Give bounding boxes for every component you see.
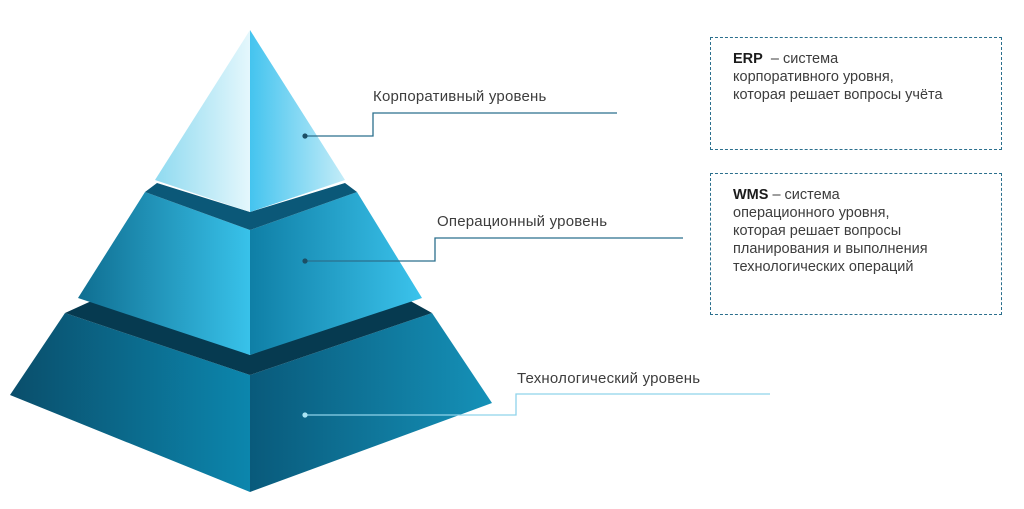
leader-technological bbox=[302, 393, 770, 418]
erp-info-box: ERP – система корпоративного уровня, кот… bbox=[710, 37, 1002, 150]
label-corporate-level: Корпоративный уровень bbox=[373, 88, 547, 105]
wms-info-box: WMS – система операционного уровня, кото… bbox=[710, 173, 1002, 315]
erp-first-line: ERP – система bbox=[733, 50, 989, 68]
tier-operational-right-face bbox=[250, 192, 422, 355]
tier-technological-right-face bbox=[250, 313, 492, 492]
tier-operational-top-ledge bbox=[145, 183, 357, 230]
wms-line-5: технологических операций bbox=[733, 259, 914, 275]
tier-corporate-right-face bbox=[250, 30, 345, 212]
leader-operational-dot bbox=[302, 258, 308, 264]
wms-first-line: WMS – система bbox=[733, 186, 989, 204]
label-technological-level: Технологический уровень bbox=[517, 370, 701, 387]
label-operational-level: Операционный уровень bbox=[437, 213, 608, 230]
leader-operational bbox=[302, 237, 683, 264]
tier-corporate bbox=[155, 30, 345, 212]
tier-operational-left-face bbox=[78, 192, 250, 355]
erp-line-3: которая решает вопросы учёта bbox=[733, 87, 943, 103]
erp-term: ERP bbox=[733, 51, 763, 67]
wms-line-2: операционного уровня, bbox=[733, 205, 890, 221]
erp-line-2: корпоративного уровня, bbox=[733, 69, 894, 85]
wms-line-4: планирования и выполнения bbox=[733, 241, 928, 257]
wms-term: WMS bbox=[733, 187, 769, 203]
leader-corporate bbox=[302, 112, 617, 139]
tier-technological-left-face bbox=[10, 313, 250, 492]
erp-line-1: – система bbox=[770, 51, 839, 67]
wms-line-3: которая решает вопросы bbox=[733, 223, 902, 239]
leader-corporate-dot bbox=[302, 133, 308, 139]
wms-line-1: – система bbox=[772, 187, 840, 203]
leader-technological-dot bbox=[302, 412, 308, 418]
tier-operational bbox=[78, 183, 422, 355]
tier-corporate-left-face bbox=[155, 30, 250, 212]
